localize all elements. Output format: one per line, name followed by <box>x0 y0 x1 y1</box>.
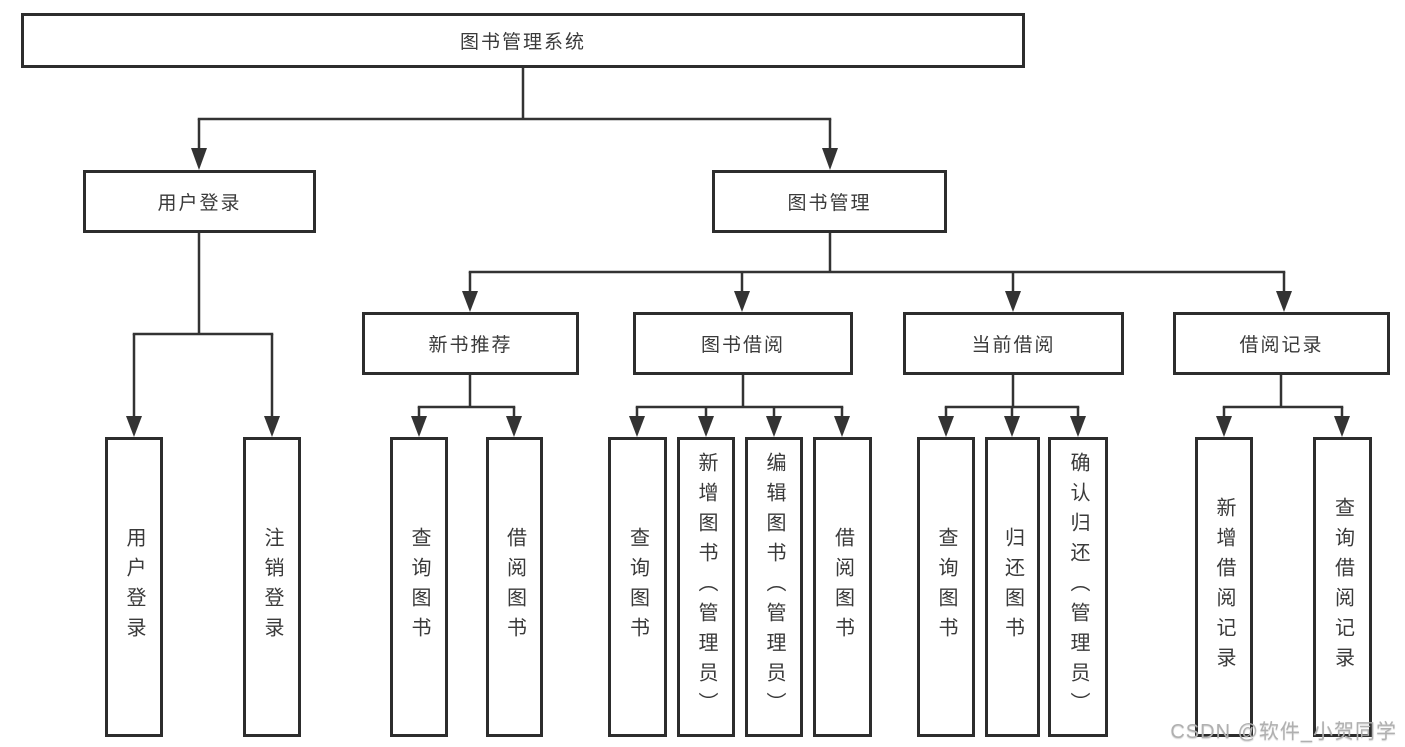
leaf-query-borrow-record-label: 查询借阅记录 <box>1331 497 1354 677</box>
leaf-add-borrow-record: 新增借阅记录 <box>1195 437 1253 737</box>
leaf-return-book: 归还图书 <box>985 437 1040 737</box>
leaf-add-book-admin-label: 新增图书（管理员） <box>695 452 717 722</box>
watermark: CSDN @软件_小贺同学 <box>1170 721 1397 743</box>
node-new-book-recommend: 新书推荐 <box>362 312 579 375</box>
leaf-query-borrow-record: 查询借阅记录 <box>1313 437 1372 737</box>
leaf-borrow-books-label: 借阅图书 <box>831 527 854 647</box>
leaf-add-borrow-record-label: 新增借阅记录 <box>1213 497 1235 677</box>
leaf-borrow-books-recommend-label: 借阅图书 <box>503 527 526 647</box>
leaf-query-books-recommend-label: 查询图书 <box>408 527 430 647</box>
leaf-user-login-label: 用户登录 <box>123 527 145 647</box>
node-current-borrowing: 当前借阅 <box>903 312 1124 375</box>
leaf-query-books-borrow: 查询图书 <box>608 437 667 737</box>
leaf-query-books-current: 查询图书 <box>917 437 975 737</box>
leaf-confirm-return-admin: 确认归还（管理员） <box>1048 437 1108 737</box>
leaf-query-books-recommend: 查询图书 <box>390 437 448 737</box>
leaf-query-books-current-label: 查询图书 <box>935 527 957 647</box>
leaf-add-book-admin: 新增图书（管理员） <box>677 437 735 737</box>
leaf-borrow-books: 借阅图书 <box>813 437 872 737</box>
node-book-borrowing: 图书借阅 <box>633 312 853 375</box>
node-borrowing-records: 借阅记录 <box>1173 312 1390 375</box>
leaf-logout: 注销登录 <box>243 437 301 737</box>
leaf-confirm-return-admin-label: 确认归还（管理员） <box>1067 452 1089 722</box>
leaf-borrow-books-recommend: 借阅图书 <box>486 437 543 737</box>
leaf-user-login: 用户登录 <box>105 437 163 737</box>
leaf-query-books-borrow-label: 查询图书 <box>626 527 649 647</box>
node-user-login: 用户登录 <box>83 170 316 233</box>
node-book-management: 图书管理 <box>712 170 947 233</box>
leaf-edit-book-admin-label: 编辑图书（管理员） <box>763 452 785 722</box>
leaf-logout-label: 注销登录 <box>261 527 283 647</box>
leaf-return-book-label: 归还图书 <box>1001 527 1024 647</box>
leaf-edit-book-admin: 编辑图书（管理员） <box>745 437 803 737</box>
node-library-system: 图书管理系统 <box>21 13 1025 68</box>
